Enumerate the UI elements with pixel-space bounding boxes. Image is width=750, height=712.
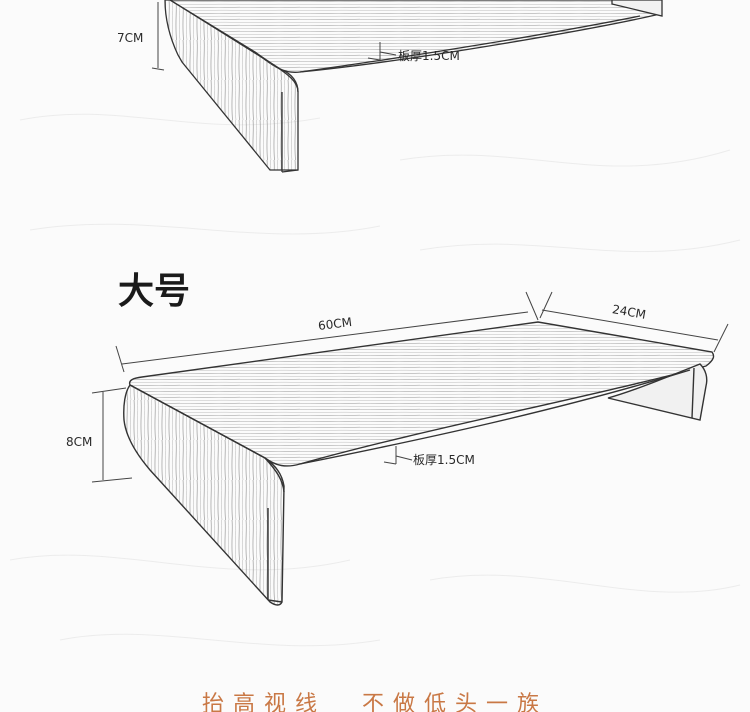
slogan-right: 不做低头一族: [362, 692, 549, 712]
large-thickness-label: 板厚1.5CM: [413, 453, 475, 467]
small-height-label: 7CM: [117, 31, 144, 45]
large-stand: [123, 321, 715, 606]
small-thickness-callout: [367, 42, 397, 61]
background-texture: [9, 113, 741, 647]
large-height-dimension: [91, 387, 133, 483]
small-stand: [164, 0, 663, 173]
large-height-label: 8CM: [66, 435, 93, 449]
small-height-dimension: [151, 2, 165, 71]
large-length-dimension: [115, 291, 539, 373]
slogan-left: 抬高视线: [201, 692, 326, 712]
large-depth-dimension: [539, 291, 729, 353]
small-thickness-label: 板厚1.5CM: [398, 49, 460, 63]
large-thickness-callout: [383, 446, 413, 465]
slogan: 抬高视线 不做低头一族: [0, 686, 750, 712]
size-title: 大号: [118, 271, 191, 312]
